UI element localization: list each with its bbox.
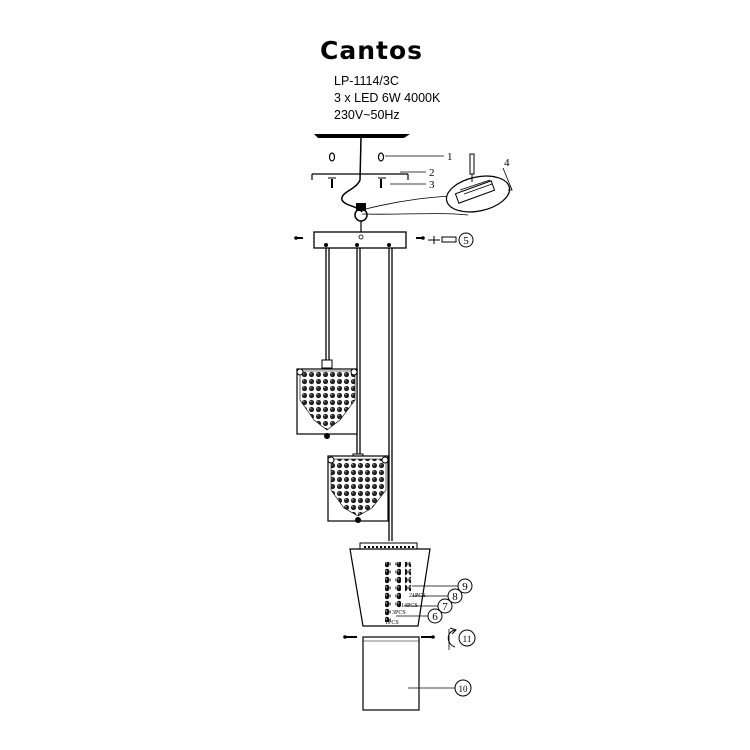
callout-5: 5 [463,235,469,247]
callout-10-circle [454,679,472,697]
pendant-shade-3 [349,542,431,627]
ceiling-line [314,134,410,138]
light-source-spec: 3 x LED 6W 4000K [334,91,441,105]
callout-1: 1 [447,151,453,163]
callout-4: 4 [504,157,510,169]
screw-icon [331,179,382,188]
callout-3: 3 [429,179,435,191]
callout-leaders-bottom [396,585,458,617]
callout-11-circle [458,629,476,647]
callout-2: 2 [429,167,435,179]
model-number: LP-1114/3C [334,74,399,88]
voltage-spec: 230V~50Hz [334,108,400,122]
pendant-shade-2 [327,453,389,523]
terminal-block-detail [361,153,513,216]
wall-plug-icon [328,152,385,162]
power-cord [341,137,363,213]
callout-8: 8 [452,591,458,603]
callout-10: 10 [459,684,469,694]
callout-6: 6 [432,611,438,623]
rotate-arrow-icon [447,627,457,650]
set-screw-icon [428,236,457,244]
side-screw-icon [294,236,425,240]
glass-cylinder [362,636,420,711]
suspension-cables [325,248,393,541]
cylinder-screw-icon [343,635,435,639]
callout-8-circle [447,588,463,604]
callout-7: 7 [442,601,448,613]
callout-9-circle [457,578,473,594]
product-name: Cantos [320,36,424,65]
pieces-1: 1PCS [385,620,399,626]
callout-leaders-top [385,155,444,185]
callout-6-circle [427,608,443,624]
callout-9: 9 [462,581,468,593]
pieces-3: 3PCS [392,610,406,616]
callout-5-circle [458,232,474,248]
callout-11: 11 [463,634,472,644]
canopy-connector [354,203,368,232]
pendant-shade-1 [296,359,358,439]
canopy [313,231,407,249]
mounting-bracket [311,173,409,180]
callout-7-circle [437,598,453,614]
